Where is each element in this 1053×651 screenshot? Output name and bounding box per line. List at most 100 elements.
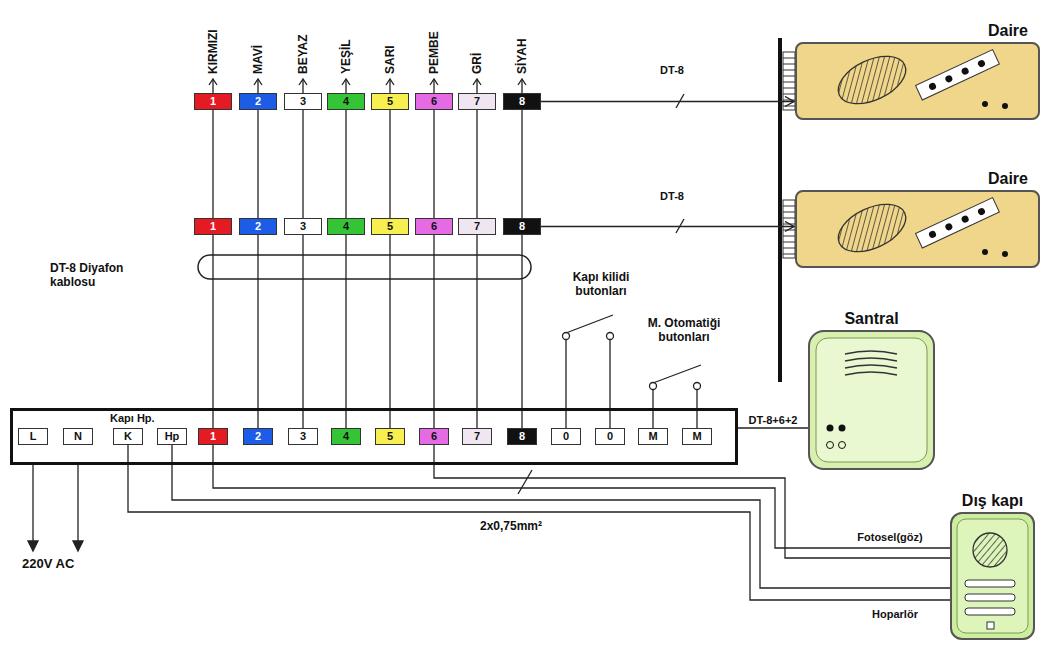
apartment-handset-drawing: [944, 222, 953, 231]
terminal-number: 2: [255, 430, 261, 443]
terminal-box: 7: [458, 93, 496, 110]
terminal-number: 6: [431, 430, 437, 443]
door-lock-switch: [563, 315, 614, 428]
strip-terminal: 0: [595, 428, 625, 445]
mains-arrow: [28, 541, 38, 551]
wire-color-label: MAVİ: [251, 45, 265, 74]
wire-connector: [257, 235, 258, 428]
door-lock-switch: [566, 315, 613, 333]
terminal-number: 5: [387, 430, 393, 443]
terminal-number: 6: [431, 220, 437, 233]
wire-connector: [476, 235, 477, 428]
cable-label: Hoparlör: [870, 608, 920, 621]
terminal-number: 3: [300, 95, 306, 108]
wire-connector: [389, 235, 390, 428]
terminal-number: 4: [343, 430, 349, 443]
wire-arrow: [521, 80, 522, 93]
central-unit: Santral: [808, 330, 935, 470]
terminal-strip: Kapı Hp.LNKHp1234567800MM: [10, 408, 738, 465]
terminal-number: 4: [343, 220, 349, 233]
terminal-box: 7: [458, 218, 496, 235]
wire-connector: [541, 226, 794, 227]
door-panel-drawing: [965, 594, 1015, 601]
wire-arrow: [302, 80, 303, 93]
wire-color-label: YEŞİL: [339, 39, 353, 74]
apartment-handset-drawing: [783, 42, 1040, 268]
cable-label: DT-8: [658, 190, 686, 203]
wire-connector: [476, 110, 477, 218]
central-unit-drawing: [808, 330, 935, 470]
stair-light-switch: [650, 383, 657, 390]
stair-light-switch: [653, 365, 701, 383]
door-panel-drawing: [950, 512, 1035, 640]
door-lock-switch: [609, 340, 610, 428]
terminal-box: 6: [415, 93, 453, 110]
strip-terminal: M: [638, 428, 668, 445]
unit-heading: Daire: [988, 22, 1028, 40]
wire-arrow: [299, 79, 307, 85]
wire-arrow: [342, 79, 350, 85]
terminal-box: 1: [194, 93, 232, 110]
mains-arrow: [77, 465, 78, 544]
terminal-strip-note: Kapı Hp.: [110, 412, 155, 424]
terminal-number: 1: [210, 430, 216, 443]
stair-light-switch: [694, 383, 701, 390]
apartment-handset-drawing: [831, 195, 913, 262]
door-panel-drawing: [965, 608, 1015, 615]
supply-label: 220V AC: [22, 557, 74, 571]
apartment-handset-drawing: [831, 47, 913, 114]
cable-label: Fotosel(göz): [855, 531, 924, 544]
terminal-number: K: [124, 430, 132, 443]
wire-color-label: PEMBE: [427, 31, 441, 74]
apartment-handset-drawing: [916, 198, 1000, 248]
terminal-number: 1: [210, 220, 216, 233]
door-panel-drawing: [957, 519, 1028, 633]
wire-connector: [212, 235, 213, 428]
wire-color-label: BEYAZ: [296, 34, 310, 74]
wire-connector: [302, 110, 303, 218]
cable-tick: [518, 94, 684, 494]
terminal-box: 4: [327, 93, 365, 110]
strip-terminal: Hp: [157, 428, 187, 445]
cable-bundle-band: [198, 255, 531, 279]
wire-connector: [212, 110, 213, 218]
terminal-number: 5: [387, 220, 393, 233]
wire-arrow: [212, 80, 213, 93]
cable-size-label: 2x0,75mm²: [480, 519, 542, 533]
apartment-handset: Daire: [795, 42, 1040, 120]
central-unit-drawing: [839, 442, 846, 449]
terminal-number: 0: [563, 430, 569, 443]
mains-arrow: [28, 465, 83, 551]
terminal-number: 2: [255, 220, 261, 233]
terminal-number: 3: [300, 220, 306, 233]
button-note: Kapı kilidi butonları: [555, 270, 647, 298]
strip-terminal: L: [18, 428, 48, 445]
strip-terminal: 0: [551, 428, 581, 445]
strip-terminal: 7: [462, 428, 492, 445]
door-panel-drawing: [950, 512, 1035, 640]
door-lock-switch: [565, 340, 566, 428]
apartment-handset-drawing: [961, 67, 970, 76]
wire-arrow: [209, 79, 217, 85]
terminal-box: 4: [327, 218, 365, 235]
terminal-box: 8: [503, 93, 541, 110]
apartment-handset-drawing: [944, 74, 953, 83]
terminal-box: 6: [415, 218, 453, 235]
apartment-handset-drawing: [783, 58, 795, 106]
apartment-handset-drawing: [977, 59, 986, 68]
terminal-number: 1: [210, 95, 216, 108]
apartment-handset-drawing: [795, 190, 1040, 268]
terminal-number: 6: [431, 95, 437, 108]
wire-arrow: [209, 79, 526, 93]
terminal-box: 5: [371, 93, 409, 110]
strip-terminal: 2: [243, 428, 273, 445]
strip-terminal: M: [682, 428, 712, 445]
terminal-number: 2: [255, 95, 261, 108]
apartment-handset-drawing: [916, 50, 1000, 100]
cable-tick: [518, 470, 532, 494]
apartment-handset-drawing: [928, 82, 937, 91]
button-note: M. Otomatiği butonları: [636, 316, 732, 344]
apartment-handset-drawing: [783, 190, 1040, 268]
